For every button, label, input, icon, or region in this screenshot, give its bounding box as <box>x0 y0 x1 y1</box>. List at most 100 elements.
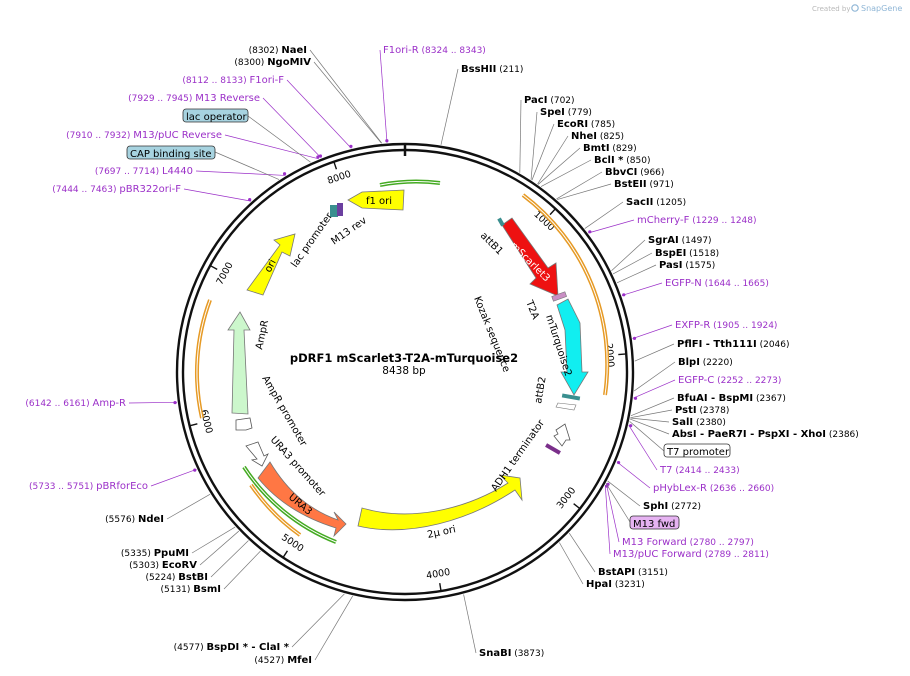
leader-line <box>128 401 178 404</box>
primer-name: L4440 <box>162 166 193 177</box>
site-post: (785) <box>588 120 615 130</box>
snapgene-logo-icon <box>851 4 859 12</box>
attb1-marker <box>497 217 505 227</box>
leader-line <box>247 115 311 163</box>
boxed-label-cap-binding-site: CAP binding site <box>126 145 216 160</box>
primer-pre: (8112 .. 8133) <box>182 76 249 86</box>
site-name: PpuMI <box>154 548 189 559</box>
primer-site-marker <box>629 424 633 428</box>
feature-ampr[interactable] <box>227 311 251 415</box>
primer-name: M13 Forward <box>622 537 687 548</box>
feature-ori[interactable] <box>246 233 296 296</box>
site-pre: (5224) <box>146 573 179 583</box>
leader-line <box>191 526 236 554</box>
tick-label: 7000 <box>214 260 235 287</box>
primer-name: M13 Reverse <box>195 93 260 104</box>
site-post: (825) <box>597 132 624 142</box>
tick-label: 4000 <box>425 567 451 582</box>
primer-name: Amp-R <box>93 398 127 409</box>
site-label: BstAPI (3151) <box>598 567 668 578</box>
leader-line <box>440 68 459 145</box>
primer-name: M13/pUC Reverse <box>133 130 222 141</box>
primer-post: (1229 .. 1248) <box>689 216 756 226</box>
site-label: (4527) MfeI <box>254 655 312 666</box>
tick-mark <box>189 423 198 427</box>
site-post: (2220) <box>700 358 733 368</box>
primer-pre: (7444 .. 7463) <box>52 185 119 195</box>
site-name: NaeI <box>281 45 307 56</box>
site-post: (2772) <box>668 502 701 512</box>
site-name: AbsI - PaeR7I - PspXI - XhoI <box>672 429 826 440</box>
site-label: BbvCI (966) <box>605 167 664 178</box>
primer-post: (2789 .. 2811) <box>702 550 769 560</box>
feature-ura3[interactable] <box>257 461 347 538</box>
feature-mscarlet3[interactable] <box>501 217 559 297</box>
leader-lines <box>128 49 676 661</box>
primer-label: (7910 .. 7932) M13/pUC Reverse <box>66 130 222 141</box>
leader-line <box>568 532 596 573</box>
feature-mturquoise2[interactable] <box>556 298 589 396</box>
site-label: BssHII (211) <box>461 64 523 75</box>
leader-line <box>621 282 663 296</box>
leader-line <box>616 264 657 284</box>
site-post: (971) <box>647 180 674 190</box>
site-label: NheI (825) <box>571 131 624 142</box>
site-label: BclI * (850) <box>594 155 650 166</box>
primer-label: EGFP-C (2252 .. 2273) <box>678 375 781 386</box>
lac-operator-text: lac operator <box>186 112 247 123</box>
leader-line <box>214 151 280 180</box>
primer-label: mCherry-F (1229 .. 1248) <box>637 215 757 226</box>
tick-mark <box>573 503 581 510</box>
leader-line <box>379 49 388 143</box>
primer-label: (7697 .. 7714) L4440 <box>95 166 193 177</box>
leader-line <box>605 483 631 523</box>
site-label: EcoRI (785) <box>557 119 615 130</box>
site-label: BlpI (2220) <box>678 357 733 368</box>
lac-promoter-label: lac promoter <box>289 210 335 269</box>
site-label: PstI (2378) <box>675 405 729 416</box>
primer-label: (8112 .. 8133) F1ori-F <box>182 75 284 86</box>
site-label: (8302) NaeI <box>249 45 307 56</box>
adh1-promoter-arrow-icon <box>553 423 571 447</box>
snapgene-brand-text: SnapGene <box>861 4 902 13</box>
site-label: PasI (1575) <box>659 260 715 271</box>
site-name: PflFI - Tth111I <box>677 339 757 350</box>
feature-2u-ori[interactable] <box>357 474 523 531</box>
site-name: SgrAI <box>648 235 679 246</box>
site-post: (2378) <box>697 406 730 416</box>
site-post: (2367) <box>753 394 786 404</box>
site-label: HpaI (3231) <box>586 579 645 590</box>
tick-mark <box>549 208 556 216</box>
leader-line <box>210 540 249 578</box>
site-post: (1518) <box>686 249 719 259</box>
leader-line <box>628 425 658 471</box>
site-label: BstEII (971) <box>614 179 674 190</box>
site-name: SpeI <box>540 107 565 118</box>
orf-arc-ura3-inner <box>250 484 301 536</box>
feature-f1-ori[interactable] <box>347 189 405 211</box>
leader-line <box>588 219 635 234</box>
created-by-text: Created by <box>812 5 851 13</box>
leader-line <box>314 595 354 661</box>
site-name: BssHII <box>461 64 496 75</box>
site-label: (5576) NdeI <box>105 514 164 525</box>
tick-mark <box>618 353 627 356</box>
site-name: BlpI <box>678 357 700 368</box>
m13-fwd-text: M13 fwd <box>633 519 675 530</box>
site-label: SphI (2772) <box>643 501 701 512</box>
primer-site-marker <box>622 293 626 297</box>
leader-line <box>630 418 670 435</box>
boxed-label-m13-fwd: M13 fwd <box>629 515 680 530</box>
leader-line <box>195 170 286 176</box>
m13-rev-label: M13 rev <box>329 215 369 247</box>
primer-site-marker <box>349 144 353 148</box>
site-post: (850) <box>623 156 650 166</box>
site-name: PstI <box>675 405 697 416</box>
primer-name: pBR322ori-F <box>119 184 181 195</box>
primer-label: (7929 .. 7945) M13 Reverse <box>128 93 260 104</box>
leader-line <box>633 379 676 399</box>
cap-binding-site-text: CAP binding site <box>130 149 212 160</box>
primer-pre: (7929 .. 7945) <box>128 94 195 104</box>
site-post: (2380) <box>693 418 726 428</box>
primer-name: mCherry-F <box>637 215 690 226</box>
